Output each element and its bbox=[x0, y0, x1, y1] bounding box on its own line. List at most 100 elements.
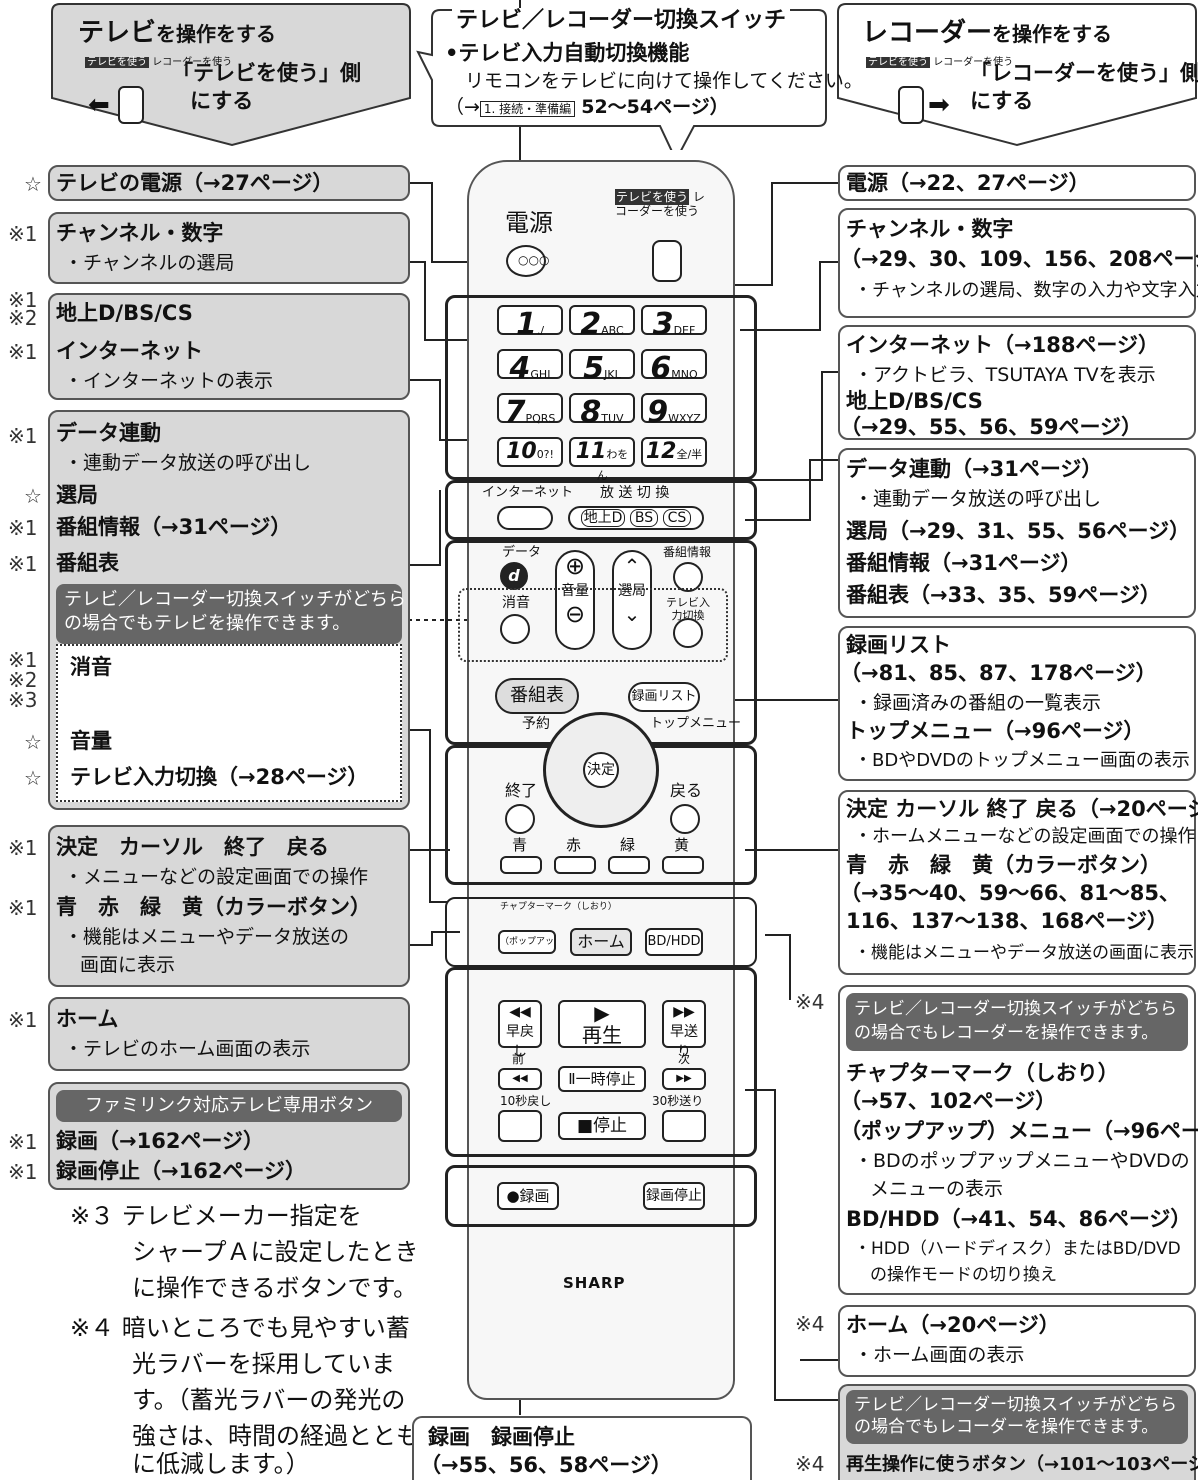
bangumi-info-button[interactable] bbox=[673, 562, 703, 592]
volume-rocker[interactable]: ⊕ 音量 ⊖ bbox=[555, 550, 595, 650]
left-note-rec: ※1 bbox=[8, 1130, 38, 1154]
key-9[interactable]: 9WXYZ bbox=[641, 393, 707, 430]
tv-input-button[interactable] bbox=[673, 618, 703, 648]
bottom-rec-pages: （→55、56、58ページ） bbox=[420, 1453, 672, 1477]
key-5[interactable]: 5JKL bbox=[569, 349, 635, 386]
rewind-button[interactable]: ◀◀早戻し bbox=[498, 1000, 542, 1060]
right-data-desc: ・連動データ放送の呼び出し bbox=[854, 488, 1102, 510]
right-rec-list-pages: （→81、85、87、178ページ） bbox=[840, 661, 1157, 685]
right-color-pages1: （→35〜40、59〜66、81〜85、 bbox=[840, 881, 1180, 905]
stop-button[interactable]: ■停止 bbox=[558, 1112, 646, 1140]
key-12[interactable]: 12全/半 bbox=[641, 437, 707, 467]
right-popup: （ポップアップ）メニュー（→96ページ） bbox=[840, 1119, 1198, 1143]
tv-callout-title: テレビを操作をする bbox=[78, 18, 277, 48]
tv-callout-side2: にする bbox=[190, 89, 254, 113]
bangumi-hyo-button[interactable]: 番組表 bbox=[495, 678, 579, 714]
left-home-desc: ・テレビのホーム画面の表示 bbox=[64, 1038, 311, 1060]
right-dark-note: テレビ／レコーダー切換スイッチがどちらの場合でもレコーダーを操作できます。 bbox=[846, 993, 1188, 1051]
tv-recorder-switch[interactable] bbox=[652, 240, 682, 282]
chiji-button[interactable]: 地上D bbox=[580, 509, 626, 527]
next-button[interactable]: ▶▶ bbox=[662, 1068, 706, 1090]
ff-button[interactable]: ▶▶早送り bbox=[662, 1000, 706, 1060]
remote-power-button[interactable]: ○○○ bbox=[506, 245, 549, 277]
left-note-recstop: ※1 bbox=[8, 1160, 38, 1184]
right-internet-desc: ・アクトビラ、TSUTAYA TVを表示 bbox=[854, 364, 1156, 386]
home-frame bbox=[445, 897, 757, 967]
red-button[interactable] bbox=[554, 856, 596, 874]
broadcast-label: 放 送 切 換 bbox=[600, 485, 670, 501]
key-7[interactable]: 7PQRS bbox=[497, 393, 563, 430]
pause-button[interactable]: Ⅱ一時停止 bbox=[558, 1066, 646, 1092]
tv-mini-switch-labels: テレビを使う レコーダーを使う bbox=[85, 57, 233, 68]
data-button[interactable]: d bbox=[500, 562, 528, 590]
bs-button[interactable]: BS bbox=[629, 509, 659, 527]
skip30-button[interactable] bbox=[662, 1110, 706, 1142]
top-menu-label: トップメニュー bbox=[650, 716, 742, 731]
key-6[interactable]: 6MNO bbox=[641, 349, 707, 386]
back10-label: 10秒戻し bbox=[500, 1094, 552, 1108]
play-button[interactable]: ▶再生 bbox=[558, 1000, 646, 1048]
left-color: 青 赤 緑 黄（カラーボタン） bbox=[56, 895, 371, 919]
rec-button[interactable]: ●録画 bbox=[497, 1182, 559, 1210]
left-ch: チャンネル・数字 bbox=[56, 221, 224, 245]
left-chiji: 地上D/BS/CS bbox=[56, 301, 193, 325]
cs-button[interactable]: CS bbox=[662, 509, 692, 527]
key-1[interactable]: 1./ bbox=[497, 305, 563, 342]
left-senkyoku: 選局 bbox=[56, 483, 98, 507]
left-ch-desc: ・チャンネルの選局 bbox=[64, 252, 235, 274]
key-11[interactable]: 11わをん bbox=[569, 437, 635, 482]
end-button[interactable] bbox=[505, 804, 535, 834]
right-home: ホーム（→20ページ） bbox=[846, 1313, 1060, 1337]
right-note4-c: ※4 bbox=[795, 1452, 825, 1476]
right-home-desc: ・ホーム画面の表示 bbox=[854, 1344, 1025, 1366]
left-note-chiji-1: ※1 bbox=[8, 288, 38, 312]
internet-button[interactable] bbox=[497, 506, 553, 530]
right-top-menu-desc: ・BDやDVDのトップメニュー画面の表示 bbox=[854, 750, 1190, 771]
footnote-4-d: 強さは、時間の経過ととも bbox=[132, 1422, 420, 1450]
key-4[interactable]: 4GHI bbox=[497, 349, 563, 386]
home-button[interactable]: ホーム bbox=[570, 928, 632, 956]
footnote-4-c: す。（蓄光ラバーの発光の bbox=[132, 1386, 406, 1414]
remote-switch-labels: テレビを使う レコーダーを使う bbox=[615, 189, 705, 218]
left-kettei: 決定 カーソル 終了 戻る bbox=[56, 835, 329, 859]
right-rec-list-desc: ・録画済みの番組の一覧表示 bbox=[854, 692, 1102, 714]
next-label: 次 bbox=[678, 1052, 691, 1066]
green-button[interactable] bbox=[608, 856, 650, 874]
bottom-rec-box bbox=[412, 1416, 752, 1480]
yellow-button[interactable] bbox=[662, 856, 704, 874]
left-tv-power-box bbox=[48, 165, 410, 201]
left-data: データ連動 bbox=[56, 421, 161, 445]
popup-button[interactable]: （ポップアップ）メニュー bbox=[498, 930, 556, 954]
left-internet-desc: ・インターネットの表示 bbox=[64, 370, 274, 392]
left-note-kettei: ※1 bbox=[8, 836, 38, 860]
right-bangumi-hyo: 番組表（→33、35、59ページ） bbox=[846, 583, 1161, 607]
right-power-box bbox=[838, 165, 1196, 201]
footnote-3-c: に操作できるボタンです。 bbox=[132, 1274, 418, 1302]
right-data: データ連動（→31ページ） bbox=[846, 457, 1103, 481]
right-ch-box bbox=[838, 208, 1196, 318]
enter-button[interactable]: 決定 bbox=[583, 752, 619, 788]
back-button[interactable] bbox=[670, 804, 700, 834]
right-bangumi-info: 番組情報（→31ページ） bbox=[846, 551, 1082, 575]
rec-frame bbox=[445, 1165, 757, 1227]
key-3[interactable]: 3DEF bbox=[641, 305, 707, 342]
key-10[interactable]: 100?! bbox=[497, 437, 563, 467]
channel-rocker[interactable]: ⌃ 選局 ⌄ bbox=[612, 550, 652, 650]
key-2[interactable]: 2ABC bbox=[569, 305, 635, 342]
right-senkyoku: 選局（→29、31、55、56ページ） bbox=[846, 519, 1191, 543]
rec-stop-button[interactable]: 録画停止 bbox=[643, 1182, 705, 1210]
mute-label: 消音 bbox=[502, 595, 530, 611]
right-rec-list: 録画リスト bbox=[846, 633, 951, 657]
left-note-chiji-2: ※2 bbox=[8, 306, 38, 330]
broadcast-button-group: 地上D BS CS bbox=[568, 506, 704, 530]
right-bdhdd-desc1: ・HDD（ハードディスク）またはBD/DVD bbox=[854, 1239, 1181, 1259]
rec-list-button[interactable]: 録画リスト bbox=[628, 682, 700, 712]
mute-button[interactable] bbox=[500, 614, 530, 644]
prev-button[interactable]: ◀◀ bbox=[498, 1068, 542, 1090]
rec-mini-switch-labels: テレビを使う レコーダーを使う bbox=[866, 57, 1014, 68]
key-8[interactable]: 8TUV bbox=[569, 393, 635, 430]
blue-button[interactable] bbox=[500, 856, 542, 874]
yoyaku-label: 予約 bbox=[522, 716, 550, 732]
bdhdd-button[interactable]: BD/HDD bbox=[645, 928, 703, 956]
back10-button[interactable] bbox=[498, 1110, 542, 1142]
